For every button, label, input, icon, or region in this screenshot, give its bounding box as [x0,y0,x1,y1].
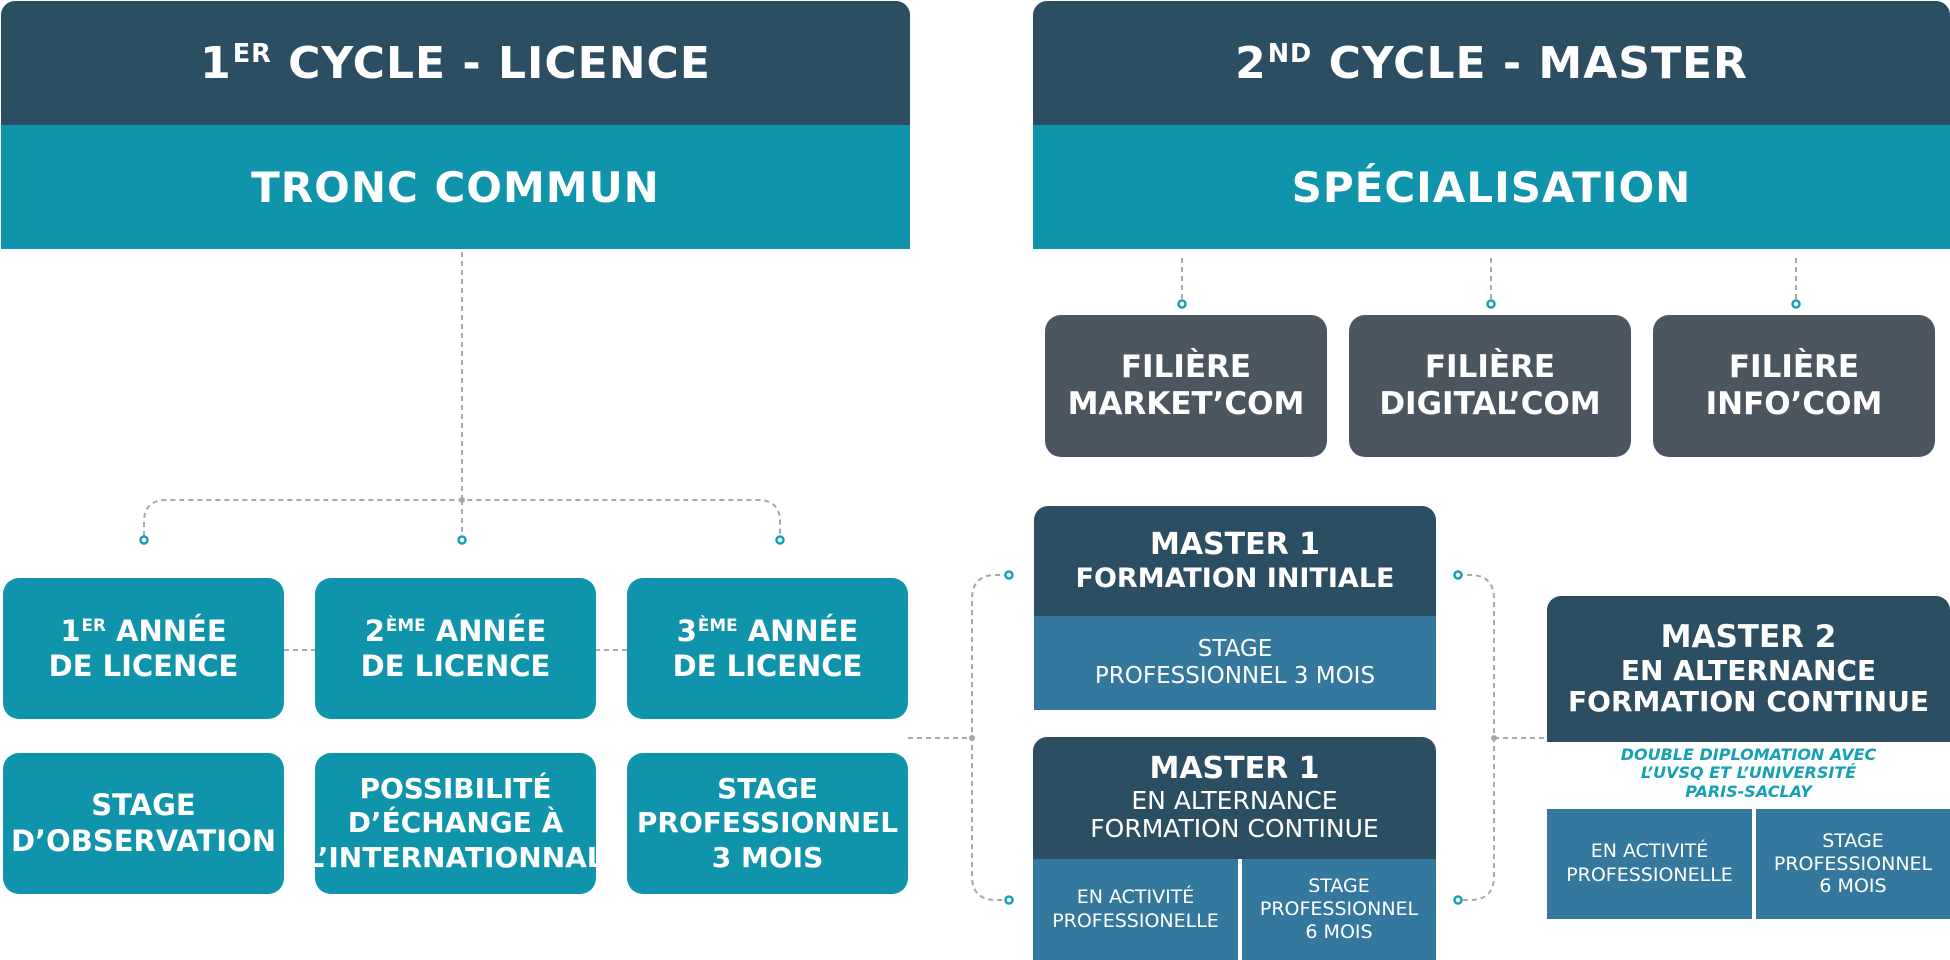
note-line2: L’UVSQ ET L’UNIVERSITÉ [1640,763,1857,783]
licence-title-text: CYCLE - LICENCE [271,37,711,89]
filiere-marketcom[interactable]: FILIÈRE MARKET’COM [1045,315,1327,457]
m1-alt-activite-line2: PROFESSIONELLE [1052,909,1219,932]
filiere-1-line1: FILIÈRE [1120,349,1252,386]
year-3-word: ANNÉE [737,613,859,648]
activity-2-line3: L’INTERNATIONNAL [306,840,605,874]
year-2-word: ANNÉE [425,613,547,648]
year-1-num: 1 [60,613,81,648]
licence-title-sup: ER [232,39,272,70]
m1-alternance-line2: EN ALTERNANCE [1131,785,1338,815]
m1-initiale-line1: MASTER 1 [1149,526,1321,562]
m1-alternance-line3: FORMATION CONTINUE [1090,814,1379,844]
double-diplomation-note: DOUBLE DIPLOMATION AVEC L’UVSQ ET L’UNIV… [1547,745,1950,801]
m2-line3: FORMATION CONTINUE [1568,685,1929,719]
licence-cycle-header: 1ER CYCLE - LICENCE [1,1,910,125]
m2-activite-line2: PROFESSIONELLE [1566,864,1733,886]
tronc-commun-label: TRONC COMMUN [251,162,660,212]
year-3-line1: 3ÈME ANNÉE [677,614,859,649]
year-1-sup: ER [81,614,106,635]
year-3-num: 3 [676,613,697,648]
filiere-1-line2: MARKET’COM [1067,386,1305,422]
m2-line2: EN ALTERNANCE [1620,654,1877,687]
master2-header[interactable]: MASTER 2 EN ALTERNANCE FORMATION CONTINU… [1547,596,1950,742]
master1-alternance-activite[interactable]: EN ACTIVITÉ PROFESSIONELLE [1033,859,1238,960]
m2-stage-line1: STAGE [1822,829,1884,852]
licence-year-1[interactable]: 1ER ANNÉE DE LICENCE [3,578,284,719]
m1-alternance-line1: MASTER 1 [1149,751,1320,786]
activity-3-line3: 3 MOIS [711,840,824,874]
master-title-text: CYCLE - MASTER [1312,37,1748,89]
licence-activity-observation[interactable]: STAGE D’OBSERVATION [3,753,284,894]
licence-year-3[interactable]: 3ÈME ANNÉE DE LICENCE [627,578,908,719]
activity-2-line2: D’ÉCHANGE À [347,806,564,840]
m2-line1: MASTER 2 [1660,619,1837,656]
m1-alt-activite-line1: EN ACTIVITÉ [1076,885,1195,908]
m1-alt-stage-line2: PROFESSIONNEL [1259,898,1419,921]
filiere-infocom[interactable]: FILIÈRE INFO’COM [1653,315,1935,457]
master1-initiale-header[interactable]: MASTER 1 FORMATION INITIALE [1034,506,1436,616]
activity-3-line1: STAGE [717,772,818,806]
m1-initiale-stage-line1: STAGE [1197,635,1273,662]
licence-title-number: 1 [200,37,232,89]
specialisation-banner: SPÉCIALISATION [1033,125,1950,249]
master1-initiale-stage[interactable]: STAGE PROFESSIONNEL 3 MOIS [1034,616,1436,710]
m2-stage-line2: PROFESSIONNEL [1773,852,1933,875]
year-3-line2: DE LICENCE [672,648,863,683]
master1-alternance-header[interactable]: MASTER 1 EN ALTERNANCE FORMATION CONTINU… [1033,737,1436,859]
year-1-line1: 1ER ANNÉE [60,614,226,649]
m1-alt-stage-line3: 6 MOIS [1305,920,1373,943]
master-title-number: 2 [1235,37,1267,89]
master2-activite[interactable]: EN ACTIVITÉ PROFESSIONELLE [1547,809,1752,919]
filiere-3-line1: FILIÈRE [1728,349,1860,386]
licence-activity-stage[interactable]: STAGE PROFESSIONNEL 3 MOIS [627,753,908,894]
year-2-sup: ÈME [385,614,426,635]
m1-initiale-stage-line2: PROFESSIONNEL 3 MOIS [1094,663,1376,689]
master2-stage[interactable]: STAGE PROFESSIONNEL 6 MOIS [1756,809,1950,919]
tronc-commun-banner: TRONC COMMUN [1,125,910,249]
m2-stage-line3: 6 MOIS [1819,875,1887,898]
activity-1-line2: D’OBSERVATION [10,823,277,858]
year-3-sup: ÈME [697,614,738,635]
filiere-2-line1: FILIÈRE [1424,349,1556,386]
master-cycle-title: 2ND CYCLE - MASTER [1235,38,1748,89]
licence-cycle-title: 1ER CYCLE - LICENCE [200,38,711,89]
filiere-3-line2: INFO’COM [1705,386,1883,422]
activity-1-line1: STAGE [91,788,196,823]
filiere-digitalcom[interactable]: FILIÈRE DIGITAL’COM [1349,315,1631,457]
m2-activite-line1: EN ACTIVITÉ [1590,840,1709,863]
activity-3-line2: PROFESSIONNEL [636,806,899,840]
year-2-line1: 2ÈME ANNÉE [365,614,547,649]
year-2-num: 2 [364,613,385,648]
filiere-2-line2: DIGITAL’COM [1379,386,1601,422]
licence-year-2[interactable]: 2ÈME ANNÉE DE LICENCE [315,578,596,719]
year-2-line2: DE LICENCE [360,648,551,683]
master-cycle-header: 2ND CYCLE - MASTER [1033,1,1950,125]
licence-activity-exchange[interactable]: POSSIBILITÉ D’ÉCHANGE À L’INTERNATIONNAL [306,753,605,894]
m1-alt-stage-line1: STAGE [1308,875,1370,898]
year-1-word: ANNÉE [105,613,227,648]
activity-2-line1: POSSIBILITÉ [359,772,552,806]
master1-alternance-stage[interactable]: STAGE PROFESSIONNEL 6 MOIS [1242,859,1436,960]
note-line1: DOUBLE DIPLOMATION AVEC [1620,745,1877,764]
master-title-sup: ND [1267,39,1313,70]
note-line3: PARIS-SACLAY [1685,781,1812,801]
year-1-line2: DE LICENCE [48,648,239,683]
specialisation-label: SPÉCIALISATION [1291,162,1692,212]
m1-initiale-line2: FORMATION INITIALE [1075,562,1395,594]
